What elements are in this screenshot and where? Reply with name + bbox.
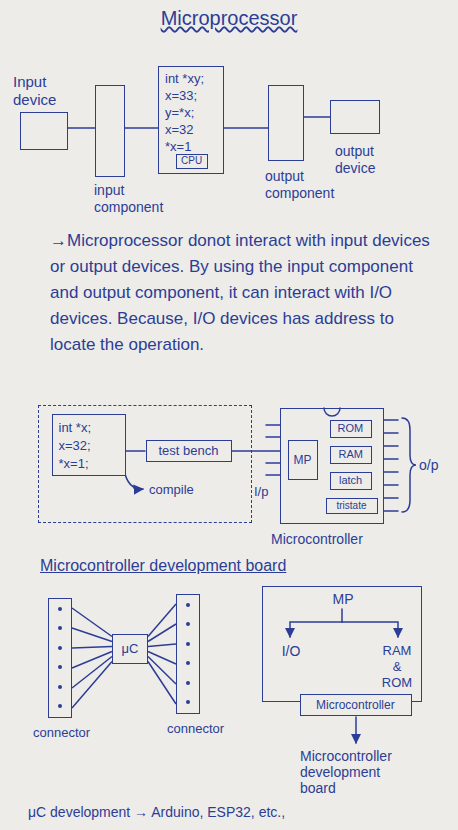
- node-text: output component: [265, 168, 345, 202]
- node-text: RAM & ROM: [377, 643, 417, 691]
- chip-notch: [324, 408, 340, 416]
- node-text: MP: [327, 591, 359, 608]
- device-box: Input device: [20, 112, 68, 150]
- node-text: Microcontroller: [316, 698, 395, 712]
- leader-label: Microcontroller development board: [300, 748, 415, 796]
- process-box: test bench: [146, 440, 232, 462]
- cpu-tag: CPU: [176, 154, 208, 169]
- connector-line: [304, 116, 330, 118]
- node-text: connector: [167, 721, 247, 737]
- node-text: x=32;: [59, 438, 91, 454]
- component-box: input component: [95, 85, 125, 177]
- node-text: MP: [294, 453, 312, 467]
- connector-line: [126, 450, 146, 452]
- output-pins: [384, 420, 398, 511]
- signal-name: I/p: [254, 484, 268, 500]
- pin-dot: [58, 607, 62, 611]
- title: Microprocessor: [0, 6, 458, 30]
- chip-box: μC: [112, 634, 148, 664]
- component-box: output component: [268, 85, 304, 161]
- compile-arrow: [124, 470, 143, 489]
- node-text: I/O: [273, 643, 309, 660]
- pin-dot: [186, 661, 190, 665]
- connector-line: [148, 604, 176, 704]
- node-text: int *xy;: [165, 71, 204, 87]
- branch-arrow: [342, 622, 398, 637]
- node-text: compile: [149, 482, 194, 498]
- signal-name: o/p: [419, 457, 438, 474]
- node-text: μC: [122, 641, 139, 657]
- node-text: *x=1;: [59, 456, 89, 472]
- node-text: RAM: [339, 448, 363, 461]
- node-text: ROM: [338, 422, 364, 435]
- pin-dot: [58, 665, 62, 669]
- board-box: MPI/ORAM & ROMMicrocontroller: [262, 586, 422, 702]
- node-text: latch: [339, 474, 362, 487]
- pin-dot: [186, 700, 190, 704]
- connector-strip: connector: [48, 598, 72, 718]
- node-text: tristate: [337, 500, 367, 512]
- branch-arrow: [290, 609, 342, 637]
- connector-line: [232, 450, 281, 452]
- pin-dot: [186, 622, 190, 626]
- pin-dot: [58, 646, 62, 650]
- block-box: tristate: [326, 498, 378, 514]
- note-text: →Microprocessor donot interact with inpu…: [50, 228, 442, 358]
- pin-dot: [186, 681, 190, 685]
- code-box: int *x; x=32; *x=1;: [52, 414, 126, 476]
- node-text: int *x;: [59, 420, 92, 436]
- connector-strip: connector: [176, 594, 200, 714]
- pin-dot: [58, 704, 62, 708]
- node-text: output device: [335, 143, 405, 177]
- node-text: input component: [94, 182, 174, 216]
- node-text: Input device: [13, 73, 77, 109]
- connector-line: [125, 127, 158, 129]
- block-box: RAM: [330, 446, 372, 464]
- chip-box: MicrocontrollerMPROMRAMlatchtristate: [280, 408, 384, 524]
- connector-line: [68, 127, 95, 129]
- pin-dot: [58, 626, 62, 630]
- connector-line: [224, 127, 268, 129]
- section-heading: Microcontroller development board: [40, 556, 286, 575]
- node-text: y=*x;: [165, 105, 194, 121]
- leader-arrow: [355, 717, 357, 743]
- connector-line: [72, 608, 112, 708]
- pin-dot: [186, 642, 190, 646]
- node-text: x=33;: [165, 88, 197, 104]
- cpu-box: int *xy;x=33;y=*x;x=32*x=1CPU: [158, 66, 224, 174]
- device-box: output device: [330, 100, 380, 134]
- input-pins: [266, 425, 280, 475]
- node-text: test bench: [159, 443, 219, 459]
- node-text: x=32: [165, 122, 194, 138]
- pin-dot: [186, 603, 190, 607]
- block-box: latch: [330, 472, 372, 490]
- node-text: Microcontroller: [271, 531, 401, 548]
- output-bracket: [402, 418, 416, 512]
- block-box: MP: [288, 440, 318, 480]
- dashed-region: compile int *x; x=32; *x=1; test bench: [38, 405, 252, 523]
- pin-dot: [58, 685, 62, 689]
- node-text: CPU: [181, 155, 202, 167]
- node-text: connector: [33, 725, 113, 741]
- process-box: Microcontroller: [300, 694, 412, 716]
- note-text: μC development → Arduino, ESP32, etc.,: [28, 804, 285, 821]
- block-box: ROM: [330, 420, 372, 438]
